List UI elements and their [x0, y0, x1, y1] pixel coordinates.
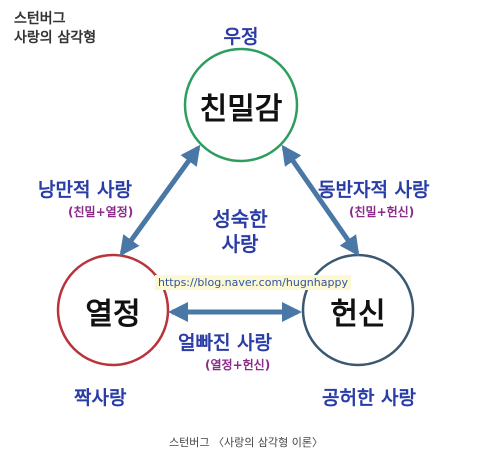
header-title: 스턴버그 사랑의 삼각형 [14, 10, 96, 48]
center-line-1: 성숙한 [212, 207, 268, 231]
fatuous-label: 얼빠진 사랑 [178, 332, 273, 354]
romantic-sub: (친밀+열정) [68, 205, 134, 219]
header-line-1: 스턴버그 [14, 11, 66, 27]
companionate-arrow [281, 144, 360, 257]
center-line-2: 사랑 [221, 232, 259, 256]
fatuous-sub: (열정+헌신) [205, 358, 271, 372]
romantic-arrow [119, 144, 201, 257]
figure-caption: 스턴버그 〈사랑의 삼각형 이론〉 [169, 436, 323, 449]
romantic-label: 낭만적 사랑 [38, 179, 133, 201]
companionate-label: 동반자적 사랑 [318, 179, 430, 201]
commitment-label: 헌신 [330, 297, 386, 332]
center-text: 성숙한 사랑 [212, 207, 267, 257]
companionate-sub: (친밀+헌신) [349, 205, 415, 219]
passion-label: 열정 [85, 297, 141, 332]
intimacy-label: 친밀감 [199, 92, 283, 127]
passion-tag: 짝사랑 [74, 387, 127, 409]
header-line-2: 사랑의 삼각형 [14, 30, 97, 46]
intimacy-tag: 우정 [223, 26, 259, 48]
watermark-url: https://blog.naver.com/hugnhappy [155, 275, 351, 290]
intimacy-circle [183, 47, 299, 163]
commitment-tag: 공허한 사랑 [322, 387, 417, 409]
